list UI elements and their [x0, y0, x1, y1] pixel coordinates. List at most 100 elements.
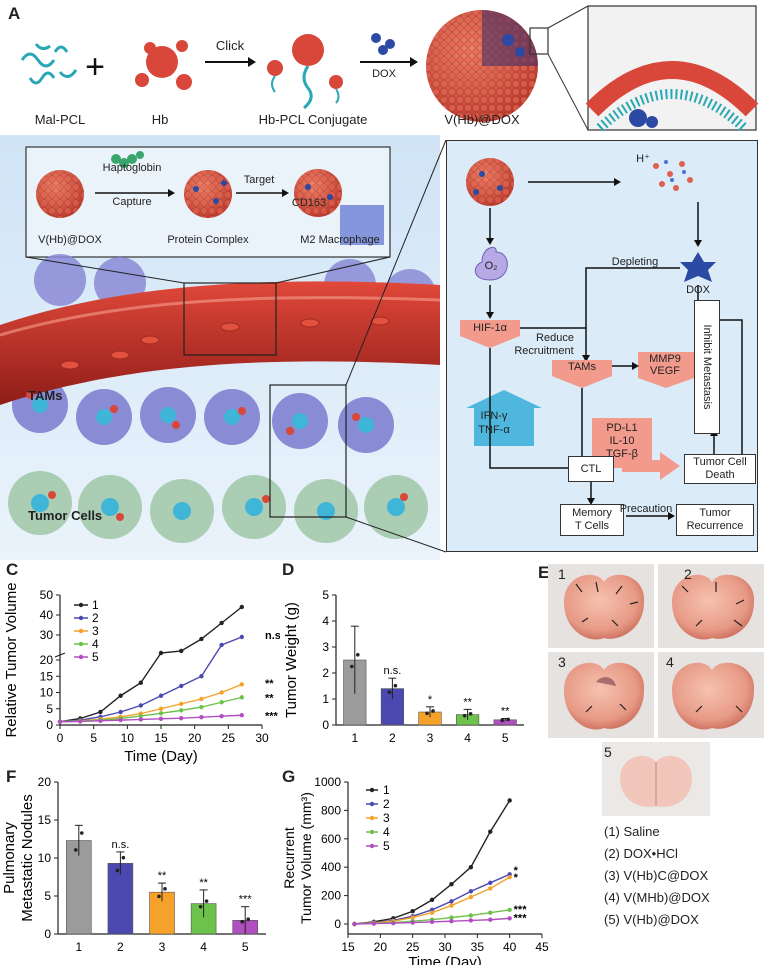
x-tick-label: 30	[255, 731, 269, 745]
x-tick-label: 2	[117, 940, 124, 954]
mal-pcl-strands	[20, 43, 78, 85]
legend-item-3: (3) V(Hb)C@DOX	[604, 868, 709, 883]
axis-break	[54, 652, 66, 658]
panel-letter-g: G	[282, 767, 296, 786]
y-tick-label: 1	[322, 692, 329, 706]
label-click: Click	[215, 38, 245, 53]
series-point	[468, 913, 474, 918]
series-point	[410, 915, 415, 920]
y-tick-label: 40	[40, 608, 54, 622]
series-point	[449, 882, 454, 887]
significance-label: **	[501, 706, 510, 718]
label-protein-complex: Protein Complex	[167, 234, 249, 246]
series-point	[199, 696, 204, 702]
data-dot	[80, 831, 84, 835]
series-point	[179, 701, 184, 707]
hb-pcl-conjugate	[267, 34, 343, 110]
data-dot	[468, 711, 473, 716]
y-tick-label: 5	[322, 588, 329, 602]
lung-label-2: 2	[684, 566, 692, 582]
label-pdl1: PD-L1	[606, 422, 638, 434]
series-point	[429, 919, 435, 925]
y-tick-label: 800	[321, 803, 341, 817]
series-point	[239, 713, 244, 718]
label-m2: M2 Macrophage	[300, 234, 380, 246]
legend-item-5: (5) V(Hb)@DOX	[604, 912, 699, 927]
series-point	[138, 713, 143, 719]
series-point	[118, 693, 123, 698]
panel-letter-d: D	[282, 560, 295, 579]
series-point	[98, 709, 103, 715]
series-point	[488, 829, 493, 834]
lung-label-3: 3	[558, 654, 566, 670]
significance-label: ***	[514, 913, 528, 925]
significance-label: *	[514, 872, 519, 884]
y-axis-label-2: Tumor Volume (mm³)	[298, 792, 314, 924]
x-tick-label: 10	[121, 731, 135, 745]
series-point	[468, 889, 474, 894]
legend-label: 2	[383, 797, 390, 811]
series-point	[239, 682, 244, 687]
series-point	[158, 711, 164, 716]
y-tick-label: 5	[44, 889, 51, 903]
legend-marker	[78, 615, 84, 621]
legend-label: 1	[92, 598, 99, 612]
legend-marker	[369, 829, 375, 835]
series-point	[219, 620, 224, 626]
series-point	[449, 903, 454, 908]
x-tick-label: 3	[427, 731, 434, 745]
label-cd163: CD163	[291, 197, 327, 209]
y-tick-label: 30	[40, 628, 54, 642]
panel-b-tissue	[0, 135, 440, 560]
series-point	[199, 674, 204, 679]
data-dot	[204, 899, 209, 903]
y-tick-label: 600	[321, 832, 341, 846]
legend-item-2: (2) DOX•HCl	[604, 846, 678, 861]
series-point	[199, 636, 204, 642]
svg-text:+: +	[85, 48, 105, 86]
series-point	[239, 634, 244, 640]
significance-label: **	[158, 870, 167, 882]
series-point	[158, 650, 164, 656]
y-tick-label: 0	[322, 718, 329, 732]
label-vhbdox: V(Hb)@DOX	[444, 112, 520, 127]
y-tick-label: 1000	[314, 775, 341, 789]
data-dot	[356, 653, 360, 657]
label-haptoglobin: Haptoglobin	[102, 162, 162, 174]
data-dot	[240, 919, 244, 924]
y-tick-label: 2	[322, 666, 329, 680]
series-point	[468, 865, 474, 870]
data-dot	[246, 917, 250, 922]
x-tick-label: 1	[351, 731, 358, 745]
data-dot	[163, 887, 167, 891]
series-point	[468, 894, 474, 900]
legend-marker	[369, 815, 375, 821]
y-tick-label: 50	[40, 588, 54, 602]
x-tick-label: 1	[75, 940, 82, 954]
x-tick-label: 4	[200, 940, 207, 954]
series-point	[507, 798, 512, 803]
series-point	[199, 715, 204, 720]
data-dot	[387, 690, 392, 695]
label-rec2: Recurrence	[686, 520, 744, 532]
label-tams-node: TAMs	[568, 361, 596, 373]
legend-label: 3	[383, 811, 390, 825]
significance-label: **	[265, 678, 274, 690]
label-o2: O₂	[484, 260, 498, 272]
label-rec1: Tumor	[699, 507, 731, 520]
significance-label: ***	[514, 904, 528, 916]
y-tick-label: 5	[46, 702, 53, 716]
significance-label: ***	[239, 894, 253, 906]
series-point	[410, 920, 415, 925]
label-target: Target	[243, 174, 275, 186]
significance-label: *	[514, 865, 519, 877]
series-point	[352, 921, 357, 927]
significance-label: **	[199, 877, 208, 889]
data-dot	[500, 718, 504, 723]
series-point	[199, 704, 204, 710]
x-tick-label: 2	[389, 731, 396, 745]
legend-item-1: (1) Saline	[604, 824, 660, 839]
